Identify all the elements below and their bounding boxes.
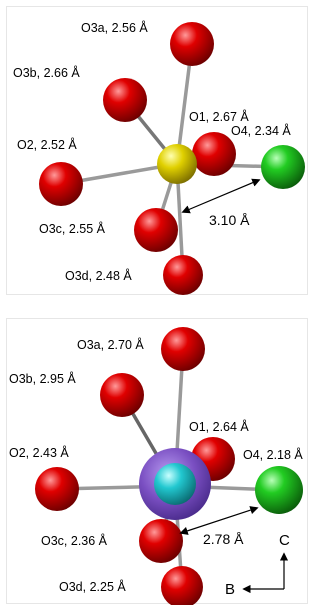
distance-label-top: 3.10 Å [209,212,250,228]
atom-o2 [39,162,83,206]
atom-o4 [261,145,305,189]
atom-o1 [192,132,236,176]
atom-o3b [100,373,144,417]
coordination-diagram-top: O3a, 2.56 Å O3b, 2.66 Å O1, 2.67 Å O4, 2… [13,20,305,295]
label-o3d: O3d, 2.25 Å [59,579,126,594]
label-o4: O4, 2.18 Å [243,447,303,462]
label-o2: O2, 2.43 Å [9,445,69,460]
atom-o3a [170,22,214,66]
label-o1: O1, 2.64 Å [189,419,249,434]
structure-panel-bottom: C B O3a, 2.70 Å O3b, 2.95 Å O1, 2.64 Å O… [6,318,308,605]
structure-panel-top: O3a, 2.56 Å O3b, 2.66 Å O1, 2.67 Å O4, 2… [6,6,308,295]
atom-o3b [103,78,147,122]
atom-center-top [157,144,197,184]
atom-o3c [139,519,183,563]
atom-center-bottom [154,463,196,505]
axis-b-label: B [225,581,235,598]
atom-o4 [255,466,303,514]
label-o3b: O3b, 2.95 Å [9,371,76,386]
label-o1: O1, 2.67 Å [189,109,249,124]
axes-indicator: C B [225,532,290,598]
distance-label-bottom: 2.78 Å [203,531,244,547]
label-o2: O2, 2.52 Å [17,137,77,152]
axis-c-label: C [279,532,290,549]
atom-o3a [161,327,205,371]
label-o3a: O3a, 2.70 Å [77,337,144,352]
atom-o3d [161,566,203,605]
label-o3c: O3c, 2.36 Å [41,533,108,548]
label-o3c: O3c, 2.55 Å [39,221,106,236]
atom-o2 [35,467,79,511]
label-o3b: O3b, 2.66 Å [13,65,80,80]
label-o4: O4, 2.34 Å [231,123,291,138]
distance-arrow-top [181,178,261,214]
atom-o3d [163,255,203,295]
distance-arrow-bottom [179,506,259,535]
label-o3a: O3a, 2.56 Å [81,20,148,35]
atom-o3c [134,208,178,252]
coordination-diagram-bottom: C B O3a, 2.70 Å O3b, 2.95 Å O1, 2.64 Å O… [9,327,303,605]
label-o3d: O3d, 2.48 Å [65,268,132,283]
